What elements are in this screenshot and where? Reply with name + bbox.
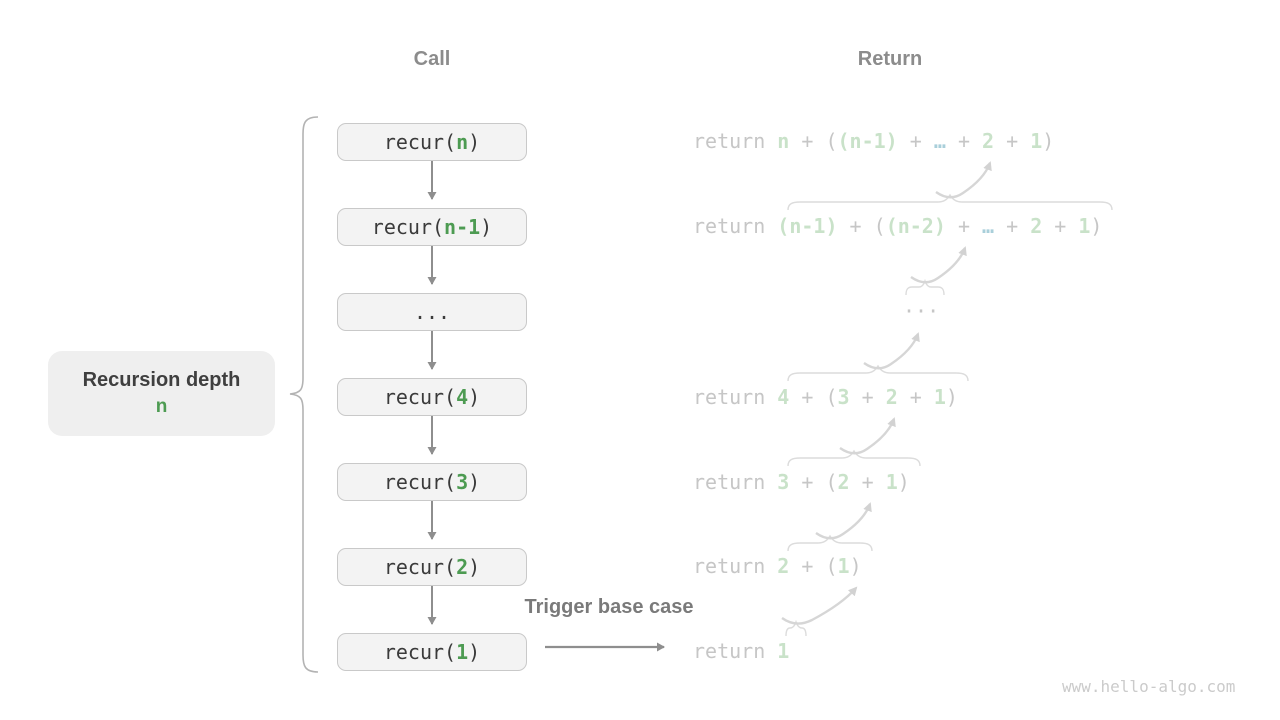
return-line-3: return 3 + (2 + 1) (693, 468, 910, 496)
return-line-4: return 4 + (3 + 2 + 1) (693, 383, 958, 411)
token: + ( (837, 214, 886, 238)
return-column-header: Return (857, 48, 923, 70)
token: 1 (837, 554, 850, 578)
call-box-recur-3: recur(3) (337, 463, 527, 501)
token: 1 (777, 639, 790, 663)
token: + (994, 214, 1031, 238)
token: return (693, 470, 778, 494)
token: + (994, 129, 1031, 153)
token: ) (1090, 214, 1103, 238)
token: return (693, 214, 778, 238)
token: recur( (383, 470, 457, 494)
token: 1 (1078, 214, 1091, 238)
token: ) (897, 470, 910, 494)
token: + ( (789, 129, 838, 153)
token: 3 (777, 470, 790, 494)
return-brace (787, 449, 921, 467)
token: ... (413, 300, 451, 324)
token: ) (480, 215, 493, 239)
token: (n-1) (777, 214, 838, 238)
token: 1 (1030, 129, 1043, 153)
token: 2 (456, 555, 469, 579)
token: … (933, 129, 946, 153)
token: 4 (777, 385, 790, 409)
return-brace (787, 193, 1113, 211)
token: return (693, 129, 778, 153)
token: (n-2) (885, 214, 946, 238)
token: (n-1) (837, 129, 898, 153)
call-column-header: Call (413, 48, 451, 70)
return-brace (785, 619, 807, 637)
call-box-recur-n-1: recur(n-1) (337, 208, 527, 246)
token: n (456, 130, 469, 154)
return-arrow (781, 586, 858, 625)
call-box-recur-1: recur(1) (337, 633, 527, 671)
return-arrow (863, 332, 920, 370)
token: + (897, 129, 934, 153)
token: ) (468, 470, 481, 494)
token: 2 (777, 554, 790, 578)
token: + (945, 214, 983, 238)
watermark: www.hello-algo.com (1062, 677, 1236, 696)
token: ) (468, 640, 481, 664)
recursion-depth-value: n (155, 396, 168, 417)
call-box-recur-4: recur(4) (337, 378, 527, 416)
return-line-2: return 2 + (1) (693, 552, 862, 580)
token: n (777, 129, 790, 153)
token: ··· (903, 299, 940, 323)
token: recur( (383, 640, 457, 664)
token: + ( (789, 470, 838, 494)
token: + (1042, 214, 1079, 238)
token: 1 (885, 470, 898, 494)
token: + (945, 129, 983, 153)
token: 2 (1030, 214, 1043, 238)
return-line-n: return n + ((n-1) + … + 2 + 1) (693, 127, 1054, 155)
token: return (693, 385, 778, 409)
return-line-n-1: return (n-1) + ((n-2) + … + 2 + 1) (693, 212, 1102, 240)
token: n-1 (444, 215, 481, 239)
token: 4 (456, 385, 469, 409)
token: ) (468, 555, 481, 579)
token: 2 (837, 470, 850, 494)
return-line-1: return 1 (693, 637, 789, 665)
token: ) (945, 385, 958, 409)
return-arrow (815, 502, 872, 540)
token: + (897, 385, 934, 409)
token: return (693, 554, 778, 578)
return-brace (787, 534, 873, 552)
recursion-depth-label: Recursion depth n (48, 351, 275, 436)
call-box-ellipsis: ... (337, 293, 527, 331)
token: … (982, 214, 995, 238)
return-line-ellipsis: ··· (903, 297, 939, 325)
token: 1 (456, 640, 469, 664)
trigger-base-case-label: Trigger base case (524, 596, 694, 618)
call-box-recur-2: recur(2) (337, 548, 527, 586)
token: recur( (371, 215, 445, 239)
token: recur( (383, 130, 457, 154)
return-brace (787, 364, 969, 382)
token: + ( (789, 385, 838, 409)
return-arrow (935, 161, 992, 199)
token: recur( (383, 555, 457, 579)
return-arrow (839, 417, 896, 455)
token: 1 (933, 385, 946, 409)
token: + (849, 385, 886, 409)
token: ) (1042, 129, 1055, 153)
recursion-depth-title: Recursion depth (82, 369, 241, 391)
return-arrow (910, 246, 967, 284)
token: return (693, 639, 778, 663)
token: 3 (456, 470, 469, 494)
token: + ( (789, 554, 838, 578)
token: + (849, 470, 886, 494)
token: 2 (885, 385, 898, 409)
return-brace (905, 278, 945, 296)
token: 3 (837, 385, 850, 409)
token: recur( (383, 385, 457, 409)
token: ) (468, 130, 481, 154)
recursion-depth-brace (289, 116, 319, 673)
call-box-recur-n: recur(n) (337, 123, 527, 161)
token: ) (849, 554, 862, 578)
token: 2 (982, 129, 995, 153)
token: ) (468, 385, 481, 409)
